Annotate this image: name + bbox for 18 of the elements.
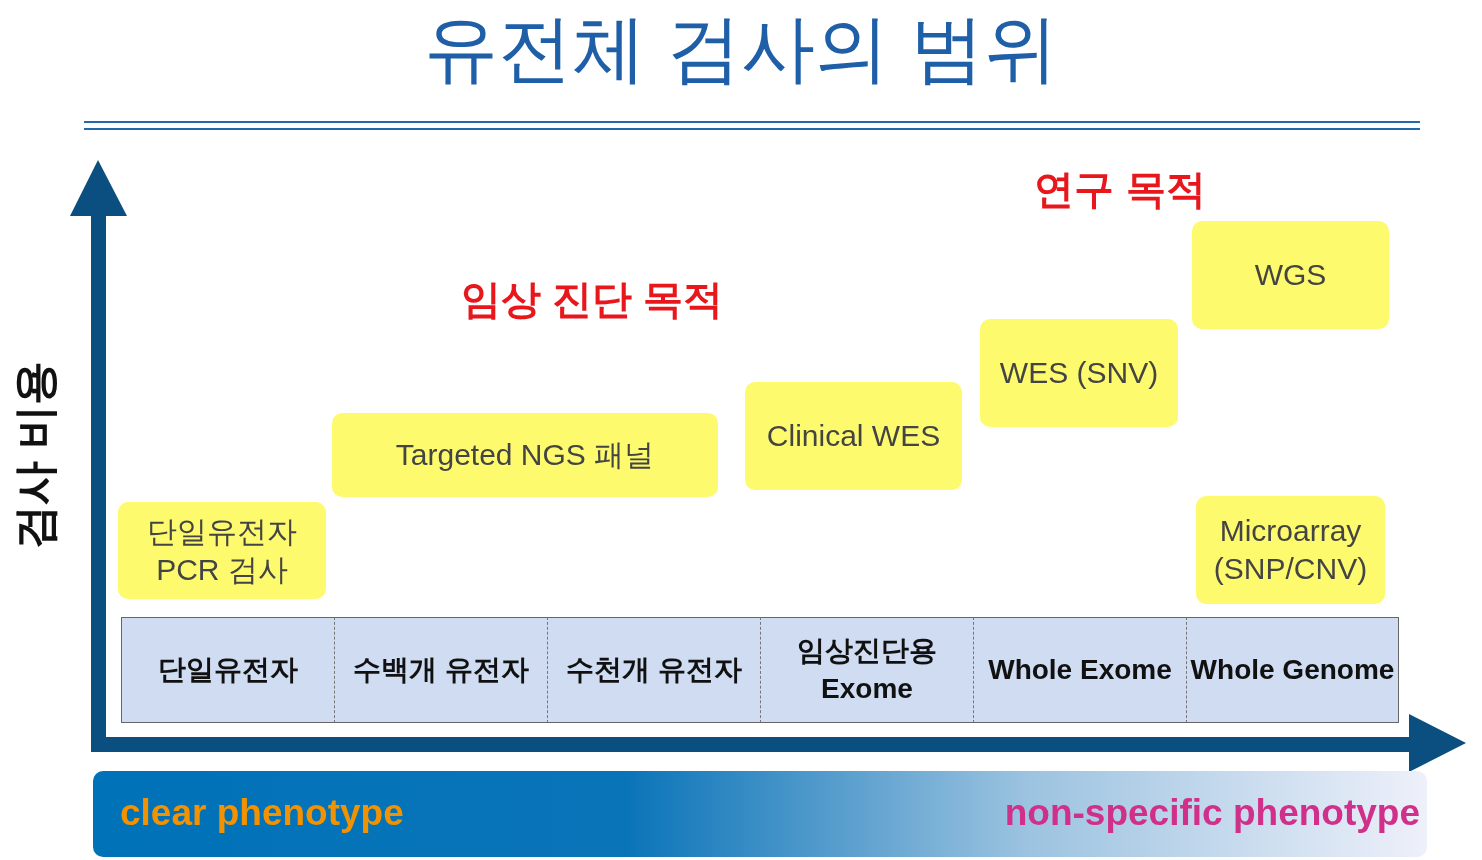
axis-label: 검사 비용 (10, 359, 60, 552)
test-box: WGS (1192, 221, 1389, 329)
title: 유전체 검사의 범위 (423, 6, 1059, 92)
heading: 연구 목적 (1033, 166, 1207, 213)
test-box: Clinical WES (745, 382, 962, 490)
test-box: 단일유전자 PCR 검사 (118, 502, 326, 599)
table-cell: 임상진단용 Exome (760, 617, 973, 723)
bar-text: clear phenotype (120, 791, 404, 835)
table-cell: 수천개 유전자 (547, 617, 760, 723)
test-box: WES (SNV) (980, 319, 1178, 427)
table-cell: Whole Genome (1186, 617, 1399, 723)
table-cell: Whole Exome (973, 617, 1186, 723)
table-cell: 수백개 유전자 (334, 617, 547, 723)
table-cell: 단일유전자 (121, 617, 334, 723)
heading: 임상 진단 목적 (459, 276, 725, 323)
test-box: Targeted NGS 패널 (332, 413, 718, 497)
bar-text: non-specific phenotype (1004, 791, 1420, 835)
test-box: Microarray (SNP/CNV) (1196, 496, 1385, 604)
